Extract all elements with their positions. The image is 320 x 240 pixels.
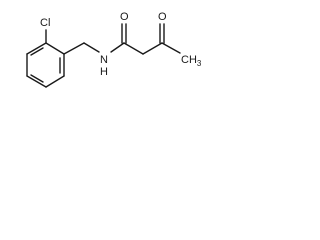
c-ch2-bond [123,42,144,55]
ring-bond-c3-c4 [45,75,65,88]
hydrogen-label: H [100,66,108,78]
ring-ch2-bond [63,42,85,55]
ketone-oxygen-label: O [158,11,167,23]
ring-bond-c6-c1 [26,42,47,55]
ch2-c-bond [142,42,163,55]
methyl-label-text: CH [181,54,197,66]
benzene-ring [26,42,65,88]
amide-oxygen-label: O [120,11,129,23]
c-ch3-bond [161,42,181,54]
ring-double-bond-2 [30,74,44,83]
chlorine-label: Cl [40,17,50,29]
methyl-subscript: 3 [197,59,202,68]
chemical-structure: Cl N H O O CH3 [26,11,202,88]
ring-bond-c4-c5 [26,75,47,88]
methyl-label: CH3 [181,54,202,68]
ring-double-bond-3 [30,47,44,56]
n-c-bond [110,42,125,53]
ring-bond-c1-c2 [45,42,65,55]
ch2-n-bond [83,42,100,53]
nitrogen-label: N [100,54,108,66]
